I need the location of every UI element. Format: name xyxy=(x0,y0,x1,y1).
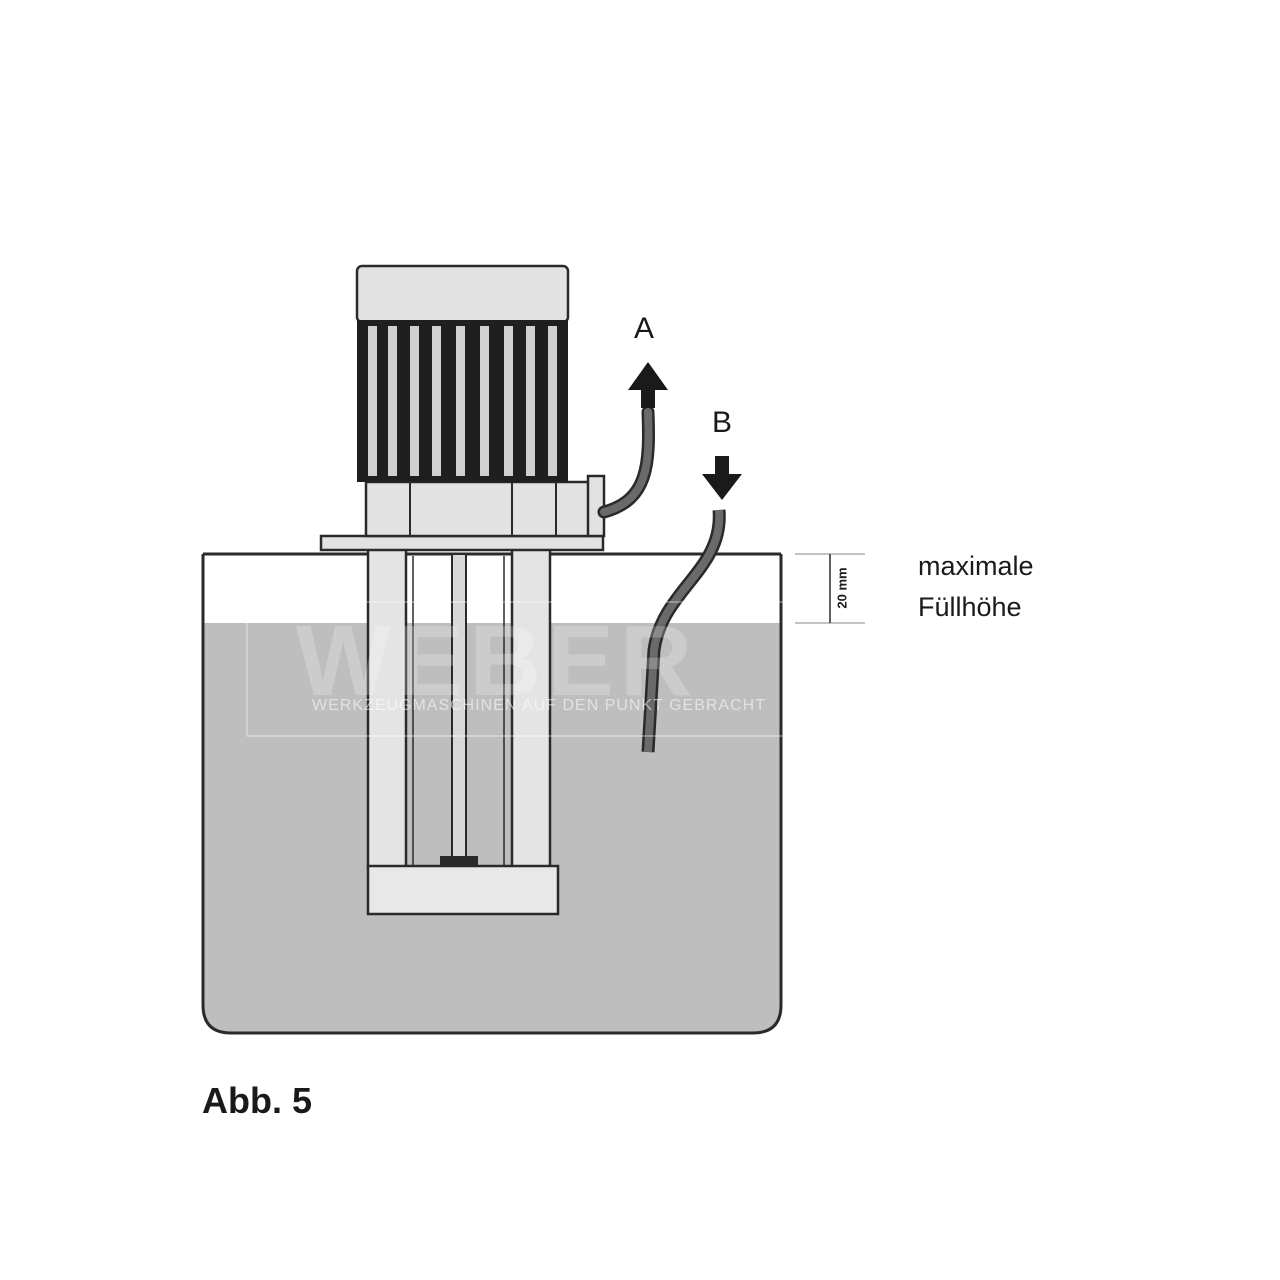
inlet-label: B xyxy=(712,406,733,439)
watermark-frame xyxy=(246,601,785,737)
dimension-label: 20 mm xyxy=(834,567,850,609)
outlet-label: A xyxy=(634,312,655,345)
tank-wall xyxy=(201,554,783,1035)
fill-level-label-line1: maximale xyxy=(918,551,1034,581)
figure-caption: Abb. 5 xyxy=(202,1080,313,1121)
pump-column xyxy=(366,546,560,916)
liquid xyxy=(203,623,781,1033)
arrow-down-icon xyxy=(702,456,742,500)
dimension-marker xyxy=(795,553,865,624)
arrow-up-icon xyxy=(628,362,668,408)
watermark-slogan: WERKZEUGMASCHINEN AUF DEN PUNKT GEBRACHT xyxy=(312,697,766,714)
pump-foot xyxy=(366,864,560,916)
motor-cap xyxy=(355,264,570,324)
pump-neck xyxy=(364,474,606,538)
watermark-brand: WEBER xyxy=(296,605,699,717)
impeller xyxy=(440,856,478,866)
motor xyxy=(355,264,570,482)
tank xyxy=(201,552,783,1035)
mounting-flange xyxy=(319,534,605,552)
fill-level-label-line2: Füllhöhe xyxy=(918,592,1022,622)
